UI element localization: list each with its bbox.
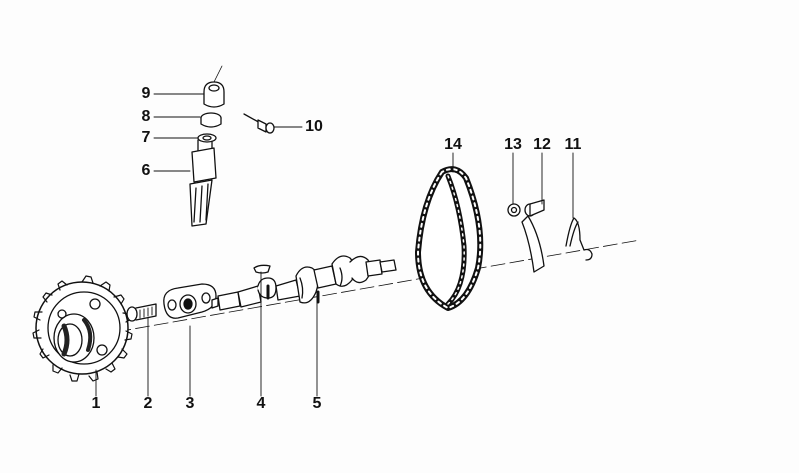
bushing-part (200, 112, 222, 128)
clamp-screw-part (243, 113, 275, 134)
callout-5[interactable]: 5 (312, 395, 322, 412)
callout-12[interactable]: 12 (533, 136, 551, 153)
callout-4[interactable]: 4 (256, 395, 266, 412)
leader-lines (95, 93, 574, 397)
callout-9[interactable]: 9 (141, 85, 151, 102)
callout-7[interactable]: 7 (141, 129, 151, 146)
flange-part (163, 283, 217, 319)
bolt-part (126, 303, 157, 322)
callout-2[interactable]: 2 (143, 395, 153, 412)
callout-10[interactable]: 10 (305, 118, 323, 135)
drive-gear-shaft-part (189, 137, 217, 227)
woodruff-key-part (253, 264, 271, 274)
callout-11[interactable]: 11 (564, 136, 582, 153)
nut-part (507, 203, 521, 217)
tensioner-rail-part (521, 199, 545, 273)
clamp-sleeve-part (203, 65, 225, 108)
callout-13[interactable]: 13 (504, 136, 522, 153)
timing-chain-part (415, 166, 484, 311)
callout-6[interactable]: 6 (141, 162, 151, 179)
callout-14[interactable]: 14 (444, 136, 462, 153)
tensioner-spring-part (565, 217, 593, 261)
camshaft-part (211, 255, 397, 311)
thrust-washer-part (197, 133, 217, 143)
callout-1[interactable]: 1 (91, 395, 101, 412)
sprocket-part (32, 275, 133, 382)
callout-8[interactable]: 8 (141, 108, 151, 125)
callout-3[interactable]: 3 (185, 395, 195, 412)
